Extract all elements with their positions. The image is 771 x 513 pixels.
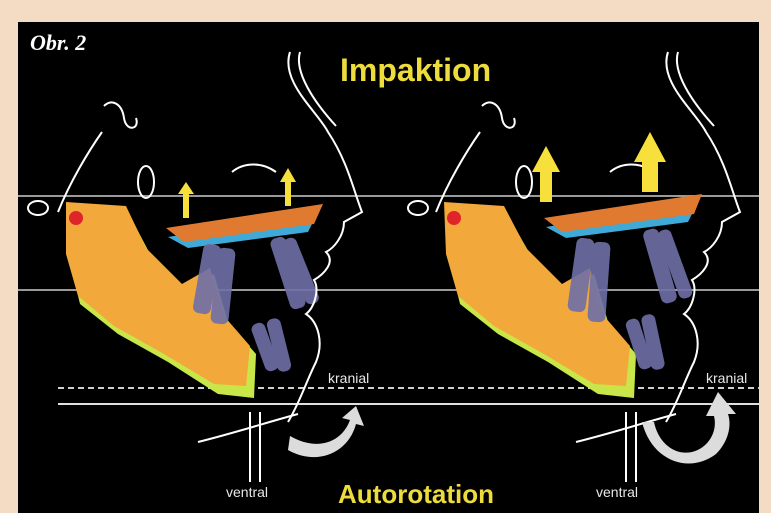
- left-skull: [28, 52, 364, 482]
- left-up-arrows: [178, 168, 296, 218]
- figure-label: Obr. 2: [30, 30, 86, 56]
- left-ventral-label: ventral: [226, 484, 268, 500]
- title-bottom: Autorotation: [338, 479, 494, 510]
- title-top: Impaktion: [340, 52, 491, 89]
- right-up-arrows: [532, 132, 666, 202]
- left-condyle-dot: [69, 211, 83, 225]
- right-kranial-label: kranial: [706, 370, 747, 386]
- curved-rotation-arrow-icon: [288, 406, 364, 457]
- diagram-panel: Obr. 2 Impaktion Autorotation kranial kr…: [18, 22, 759, 513]
- diagram-svg: [18, 22, 759, 513]
- right-condyle-dot: [447, 211, 461, 225]
- up-arrow-icon: [532, 146, 560, 202]
- up-arrow-icon: [634, 132, 666, 192]
- up-arrow-icon: [178, 182, 194, 218]
- curved-rotation-arrow-icon: [642, 392, 736, 464]
- right-ventral-label: ventral: [596, 484, 638, 500]
- up-arrow-icon: [280, 168, 296, 206]
- right-skull: [408, 52, 740, 482]
- left-kranial-label: kranial: [328, 370, 369, 386]
